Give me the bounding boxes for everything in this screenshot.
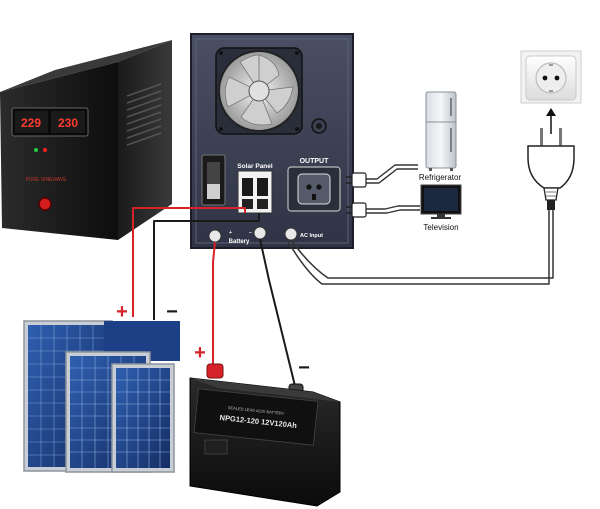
- output-label: OUTPUT: [300, 158, 330, 165]
- fan-hub: [248, 80, 270, 102]
- inverter-rear-panel: Solar Panel OUTPUT + Battery − AC Input: [190, 33, 354, 249]
- vent-slots: [126, 83, 162, 146]
- battery-brand-text: SEALED LEAD ACID BATTERY: [228, 405, 286, 416]
- battery-positive-wire: [212, 241, 216, 366]
- solar-panel-middle: [65, 351, 151, 473]
- solar-breaker[interactable]: [237, 170, 273, 214]
- ac-input-terminal[interactable]: [284, 227, 298, 241]
- lcd-left-panel: [15, 111, 48, 133]
- mains-plug-icon: [527, 128, 575, 210]
- ac-input-wire-outer: [290, 210, 554, 279]
- lcd-right-reading: 230: [58, 116, 78, 130]
- solar-panel-front: [111, 363, 175, 473]
- up-arrow-icon: [546, 108, 556, 134]
- solar-negative-mark: −: [166, 301, 178, 323]
- television-plug-icon: [346, 202, 367, 218]
- main-power-switch[interactable]: [201, 154, 226, 206]
- status-led-red: [43, 148, 47, 152]
- ac-input-label: AC Input: [300, 233, 323, 239]
- battery-warning-panel: [204, 439, 228, 455]
- battery-positive-mark: +: [194, 342, 206, 364]
- inverter-brand-text: PURE SINEWAVE: [25, 177, 67, 183]
- battery-negative-terminal[interactable]: [253, 226, 267, 240]
- refrigerator-icon: [425, 91, 457, 171]
- television-icon: [420, 184, 462, 219]
- battery-negative-wire: [259, 238, 297, 391]
- lcd-left-reading: 229: [21, 116, 41, 130]
- battery-icon: NPG12-120 12V120Ah SEALED LEAD ACID BATT…: [189, 363, 341, 507]
- rear-panel-inner-border: [195, 38, 349, 244]
- battery-positive-terminal[interactable]: [208, 229, 222, 243]
- solar-panel-label: Solar Panel: [237, 163, 273, 170]
- power-button[interactable]: [38, 197, 52, 211]
- solar-positive-wire: [132, 207, 246, 317]
- refrigerator-plug-icon: [346, 172, 367, 188]
- inverter-top: [0, 40, 172, 92]
- status-led-green: [34, 148, 38, 152]
- refrigerator-label: Refrigerator: [419, 173, 462, 182]
- inverter-side-face: [118, 40, 172, 240]
- ac-input-wire-inner: [286, 210, 550, 285]
- battery-minus-mark: −: [249, 230, 252, 236]
- battery-plus-mark: +: [229, 230, 232, 236]
- lcd-right-panel: [51, 111, 85, 133]
- battery-label: Battery: [229, 239, 250, 245]
- solar-negative-wire: [153, 213, 260, 320]
- output-socket[interactable]: [287, 166, 341, 212]
- television-label: Television: [423, 223, 458, 232]
- battery-positive-post: [206, 363, 224, 379]
- inverter-front-unit: 229 230 PURE SINEWAVE: [0, 40, 172, 240]
- cooling-fan: [215, 47, 303, 135]
- solar-panel-array: [23, 320, 180, 473]
- solar-positive-mark: +: [116, 301, 128, 323]
- wall-socket-icon: [520, 50, 582, 104]
- battery-negative-mark: −: [298, 357, 310, 379]
- wiring: [132, 164, 554, 391]
- inverter-front-face: [0, 62, 118, 240]
- television-cord: [351, 205, 420, 210]
